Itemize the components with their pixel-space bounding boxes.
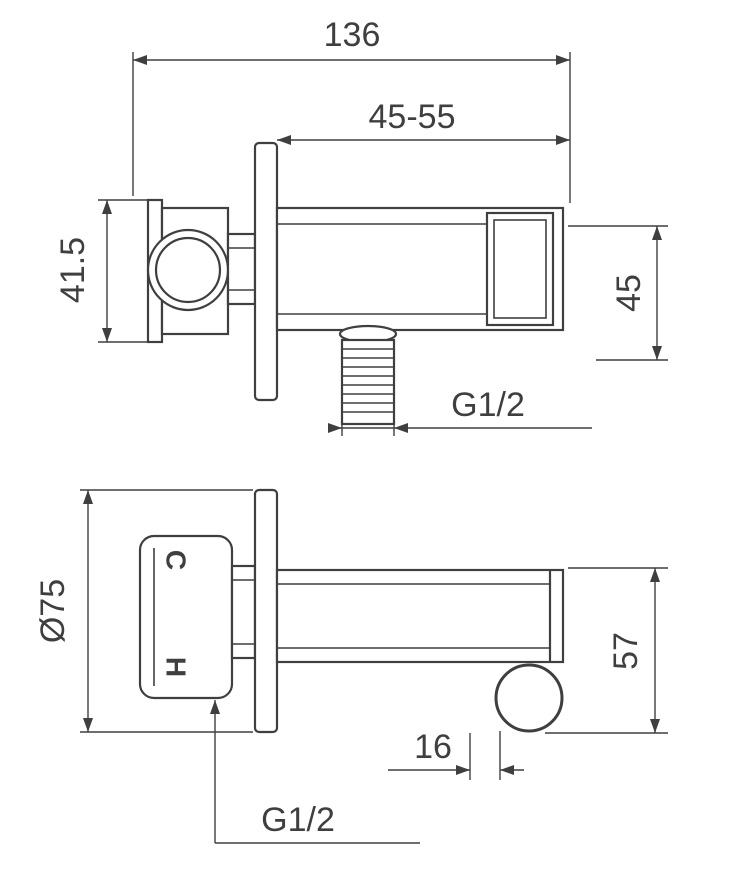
valve-circle-inner — [154, 236, 222, 304]
thread-ridges — [342, 348, 394, 413]
arrowhead — [556, 55, 570, 65]
thread-label: G1/2 — [451, 386, 525, 424]
top-view: C H Ø75 — [34, 488, 668, 844]
arrowhead — [328, 423, 342, 433]
shower-arm — [275, 206, 565, 332]
arrowhead — [133, 55, 147, 65]
dim-outlet-thread: G1/2 — [328, 386, 592, 436]
holder-sleeve-inner — [493, 219, 547, 319]
arrowhead — [210, 700, 220, 714]
arrowhead — [394, 423, 408, 433]
holder-sleeve-outer — [485, 211, 555, 327]
arrowhead — [456, 765, 470, 775]
outlet-thread — [338, 324, 398, 426]
dim-total-length: 136 — [132, 16, 571, 203]
connection-stem — [226, 232, 257, 306]
dim-plate-diameter: Ø75 — [34, 489, 253, 733]
arrowhead — [277, 135, 291, 145]
arrowhead — [650, 568, 660, 582]
dimension-label: 57 — [607, 632, 645, 670]
wall-plate-top — [253, 488, 279, 734]
shower-arm-top — [275, 568, 565, 664]
arrowhead — [83, 718, 93, 732]
valve-body-bracket — [146, 198, 230, 344]
arrowhead — [652, 226, 662, 240]
dimension-label: 136 — [324, 16, 381, 54]
dim-holder-offset: 16 — [388, 728, 524, 780]
hot-port-label: H — [161, 657, 192, 677]
dim-inlet-thread: G1/2 — [210, 700, 420, 844]
arrowhead — [83, 490, 93, 504]
dim-end-height-top: 57 — [545, 567, 668, 734]
connection-stem-top — [230, 564, 257, 660]
arrowhead — [102, 200, 112, 214]
arrowhead — [500, 765, 514, 775]
arrowhead — [102, 328, 112, 342]
dim-adjust-range: 45-55 — [277, 98, 570, 145]
stem-outline — [226, 232, 257, 306]
dim-body-height: 41.5 — [54, 199, 150, 343]
dimension-label: 41.5 — [54, 237, 92, 303]
thread-label: G1/2 — [261, 801, 335, 839]
dimension-label: Ø75 — [34, 579, 72, 643]
dimension-label: 45 — [610, 274, 648, 312]
valve-block: C H — [138, 534, 234, 700]
arrowhead — [650, 719, 660, 733]
wall-plate — [253, 141, 279, 402]
arm-outline — [275, 206, 565, 332]
dimension-label: 45-55 — [369, 98, 456, 136]
dim-end-height-side: 45 — [568, 225, 668, 361]
arm-outline — [275, 568, 565, 664]
valve-circle-outer — [146, 228, 230, 312]
thread-outline — [340, 338, 396, 426]
holder-ring — [494, 663, 564, 733]
side-view: 136 45-55 41.5 45 — [54, 16, 668, 436]
dimension-label: 16 — [414, 728, 452, 766]
cold-port-label: C — [161, 550, 192, 570]
arrowhead — [556, 135, 570, 145]
arrowhead — [652, 346, 662, 360]
